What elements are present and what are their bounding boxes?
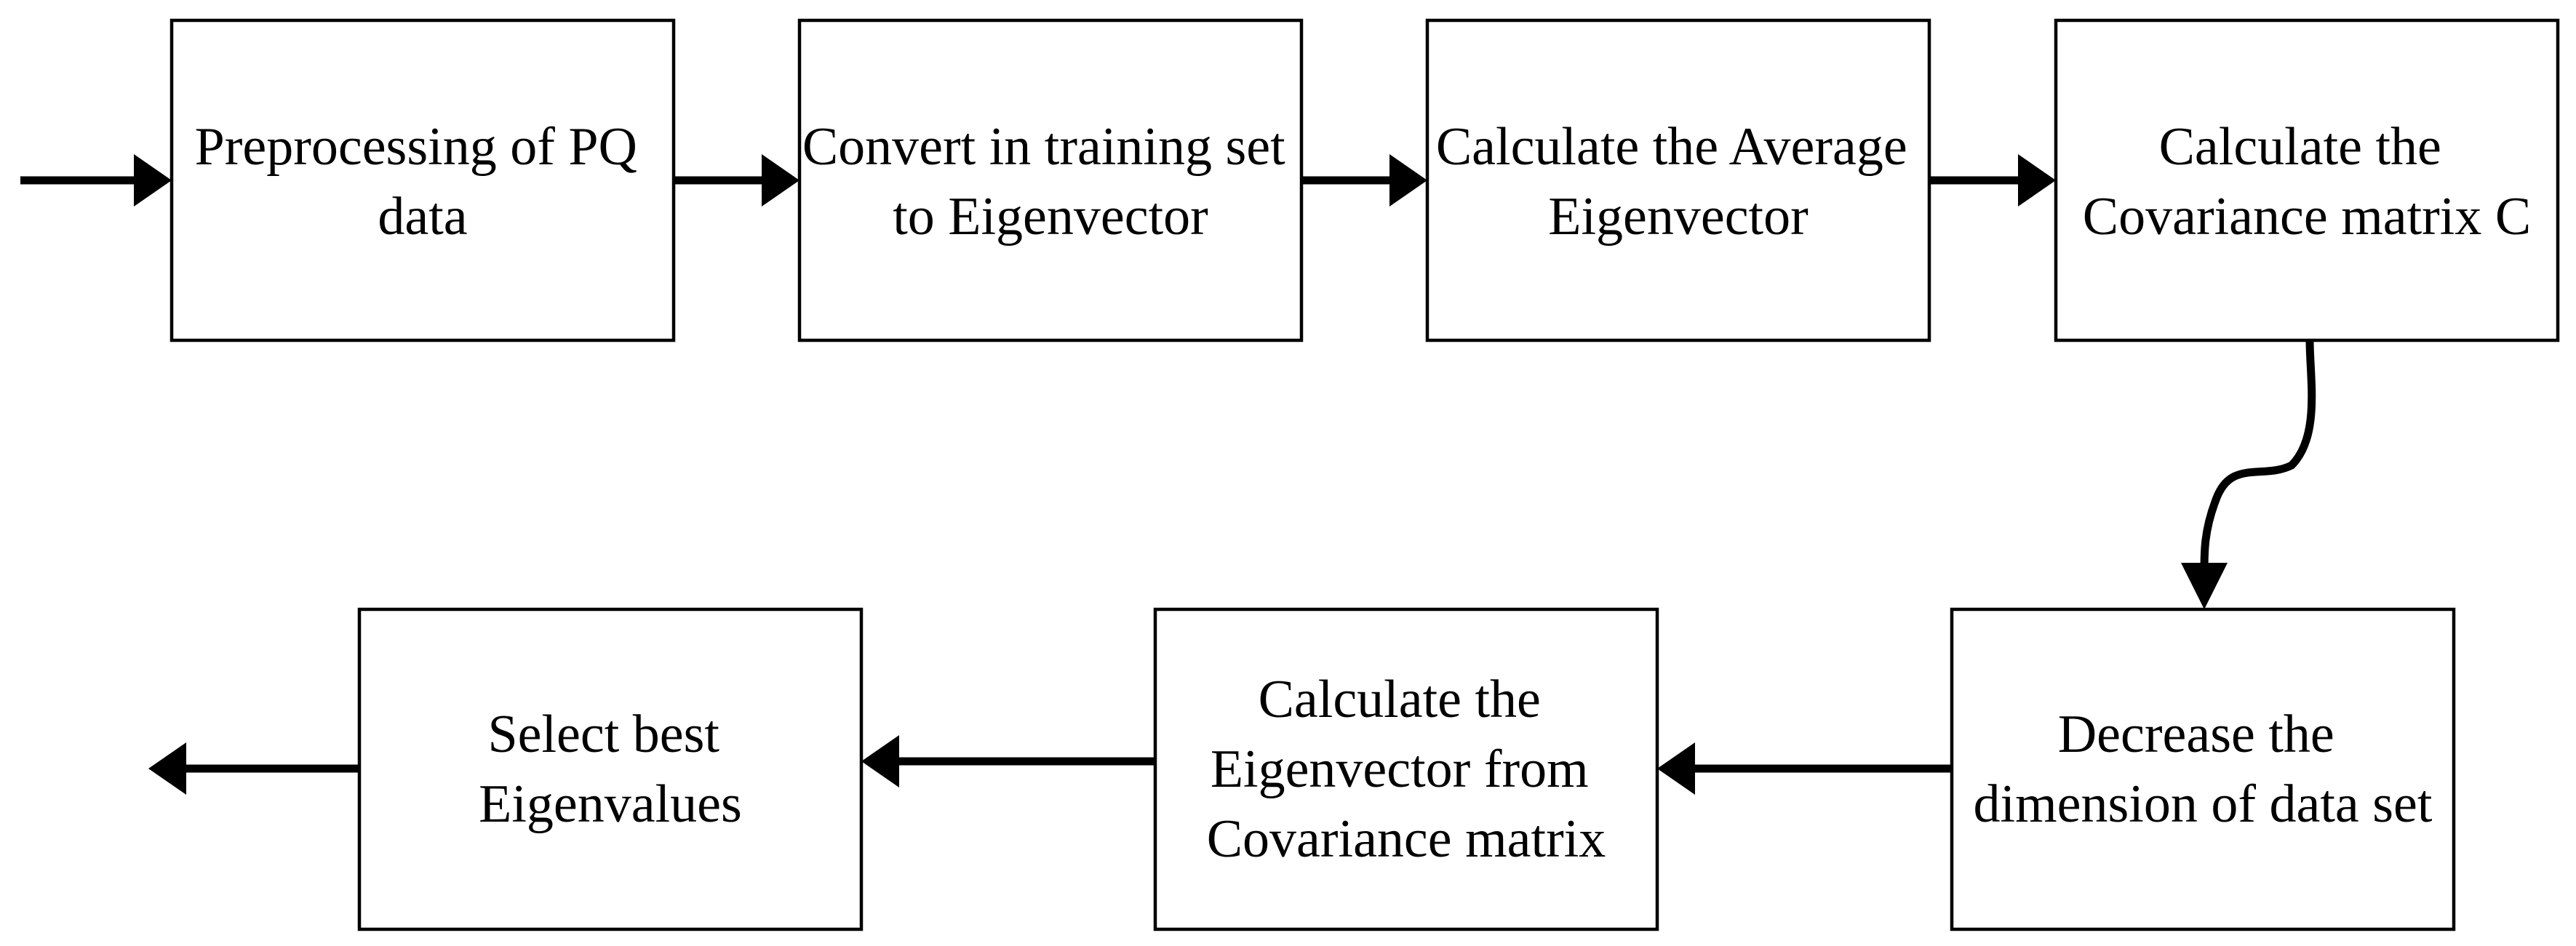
step-label-average-eigenvector: Calculate the Average Eigenvector xyxy=(1436,117,1921,246)
step-label-covariance-matrix: Calculate the Covariance matrix C xyxy=(2083,117,2531,246)
step-box-convert-eigenvector: Convert in training set to Eigenvector xyxy=(797,18,1304,342)
arrow-preprocessing-to-convert xyxy=(674,154,799,207)
arrow-decrease-to-eigenvector xyxy=(1657,742,1952,795)
step-label-eigenvector-from-covariance: Calculate the Eigenvector from Covarianc… xyxy=(1207,670,1606,869)
input-arrow xyxy=(20,154,172,207)
step-box-preprocessing: Preprocessing of PQ data xyxy=(170,18,676,342)
output-arrow xyxy=(148,742,359,795)
step-box-eigenvector-from-covariance: Calculate the Eigenvector from Covarianc… xyxy=(1153,607,1659,931)
step-box-covariance-matrix: Calculate the Covariance matrix C xyxy=(2054,18,2560,342)
step-label-preprocessing: Preprocessing of PQ data xyxy=(195,117,651,246)
step-box-average-eigenvector: Calculate the Average Eigenvector xyxy=(1425,18,1931,342)
step-box-select-eigenvalues: Select best Eigenvalues xyxy=(357,607,864,931)
step-label-decrease-dimension: Decrease the dimension of data set xyxy=(1974,705,2433,834)
arrow-eigenvector-to-select xyxy=(861,735,1155,787)
arrow-average-to-covariance xyxy=(1929,154,2056,207)
arrow-convert-to-average xyxy=(1301,154,1427,207)
step-label-convert-eigenvector: Convert in training set to Eigenvector xyxy=(802,117,1299,246)
arrow-covariance-to-decrease xyxy=(2181,340,2316,609)
step-box-decrease-dimension: Decrease the dimension of data set xyxy=(1950,607,2456,931)
step-label-select-eigenvalues: Select best Eigenvalues xyxy=(479,705,742,834)
